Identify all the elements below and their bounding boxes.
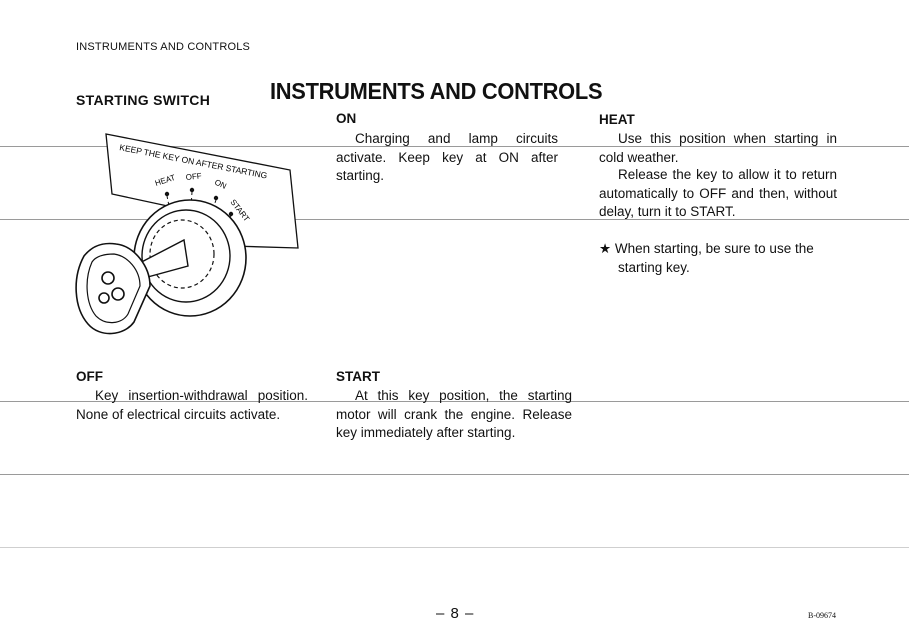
- scan-line: [0, 547, 909, 548]
- scan-line: [0, 474, 909, 475]
- off-heading: OFF: [76, 369, 103, 384]
- section-title: STARTING SWITCH: [76, 92, 211, 108]
- heat-heading: HEAT: [599, 112, 635, 127]
- heat-instructions: Release the key to allow it to return au…: [599, 167, 837, 219]
- start-heading: START: [336, 369, 380, 384]
- scan-line: [0, 219, 909, 220]
- heat-note: ★ When starting, be sure to use the star…: [599, 241, 814, 275]
- figure-label-off: OFF: [185, 171, 202, 182]
- start-description: At this key position, the starting motor…: [336, 388, 572, 440]
- scan-line: [0, 146, 909, 147]
- off-description: Key insertion-withdrawal position. None …: [76, 388, 308, 422]
- on-heading: ON: [336, 111, 357, 126]
- on-description: Charging and lamp circuits activate. Kee…: [336, 131, 558, 183]
- page-title: INSTRUMENTS AND CONTROLS: [270, 78, 603, 104]
- heat-description: Use this position when starting in cold …: [599, 131, 837, 165]
- running-head: INSTRUMENTS AND CONTROLS: [76, 41, 251, 53]
- scan-line: [0, 401, 909, 402]
- document-code: B-09674: [808, 611, 836, 620]
- starting-switch-illustration: KEEP THE KEY ON AFTER STARTING HEAT OFF …: [75, 133, 299, 335]
- page-number: – 8 –: [436, 605, 475, 622]
